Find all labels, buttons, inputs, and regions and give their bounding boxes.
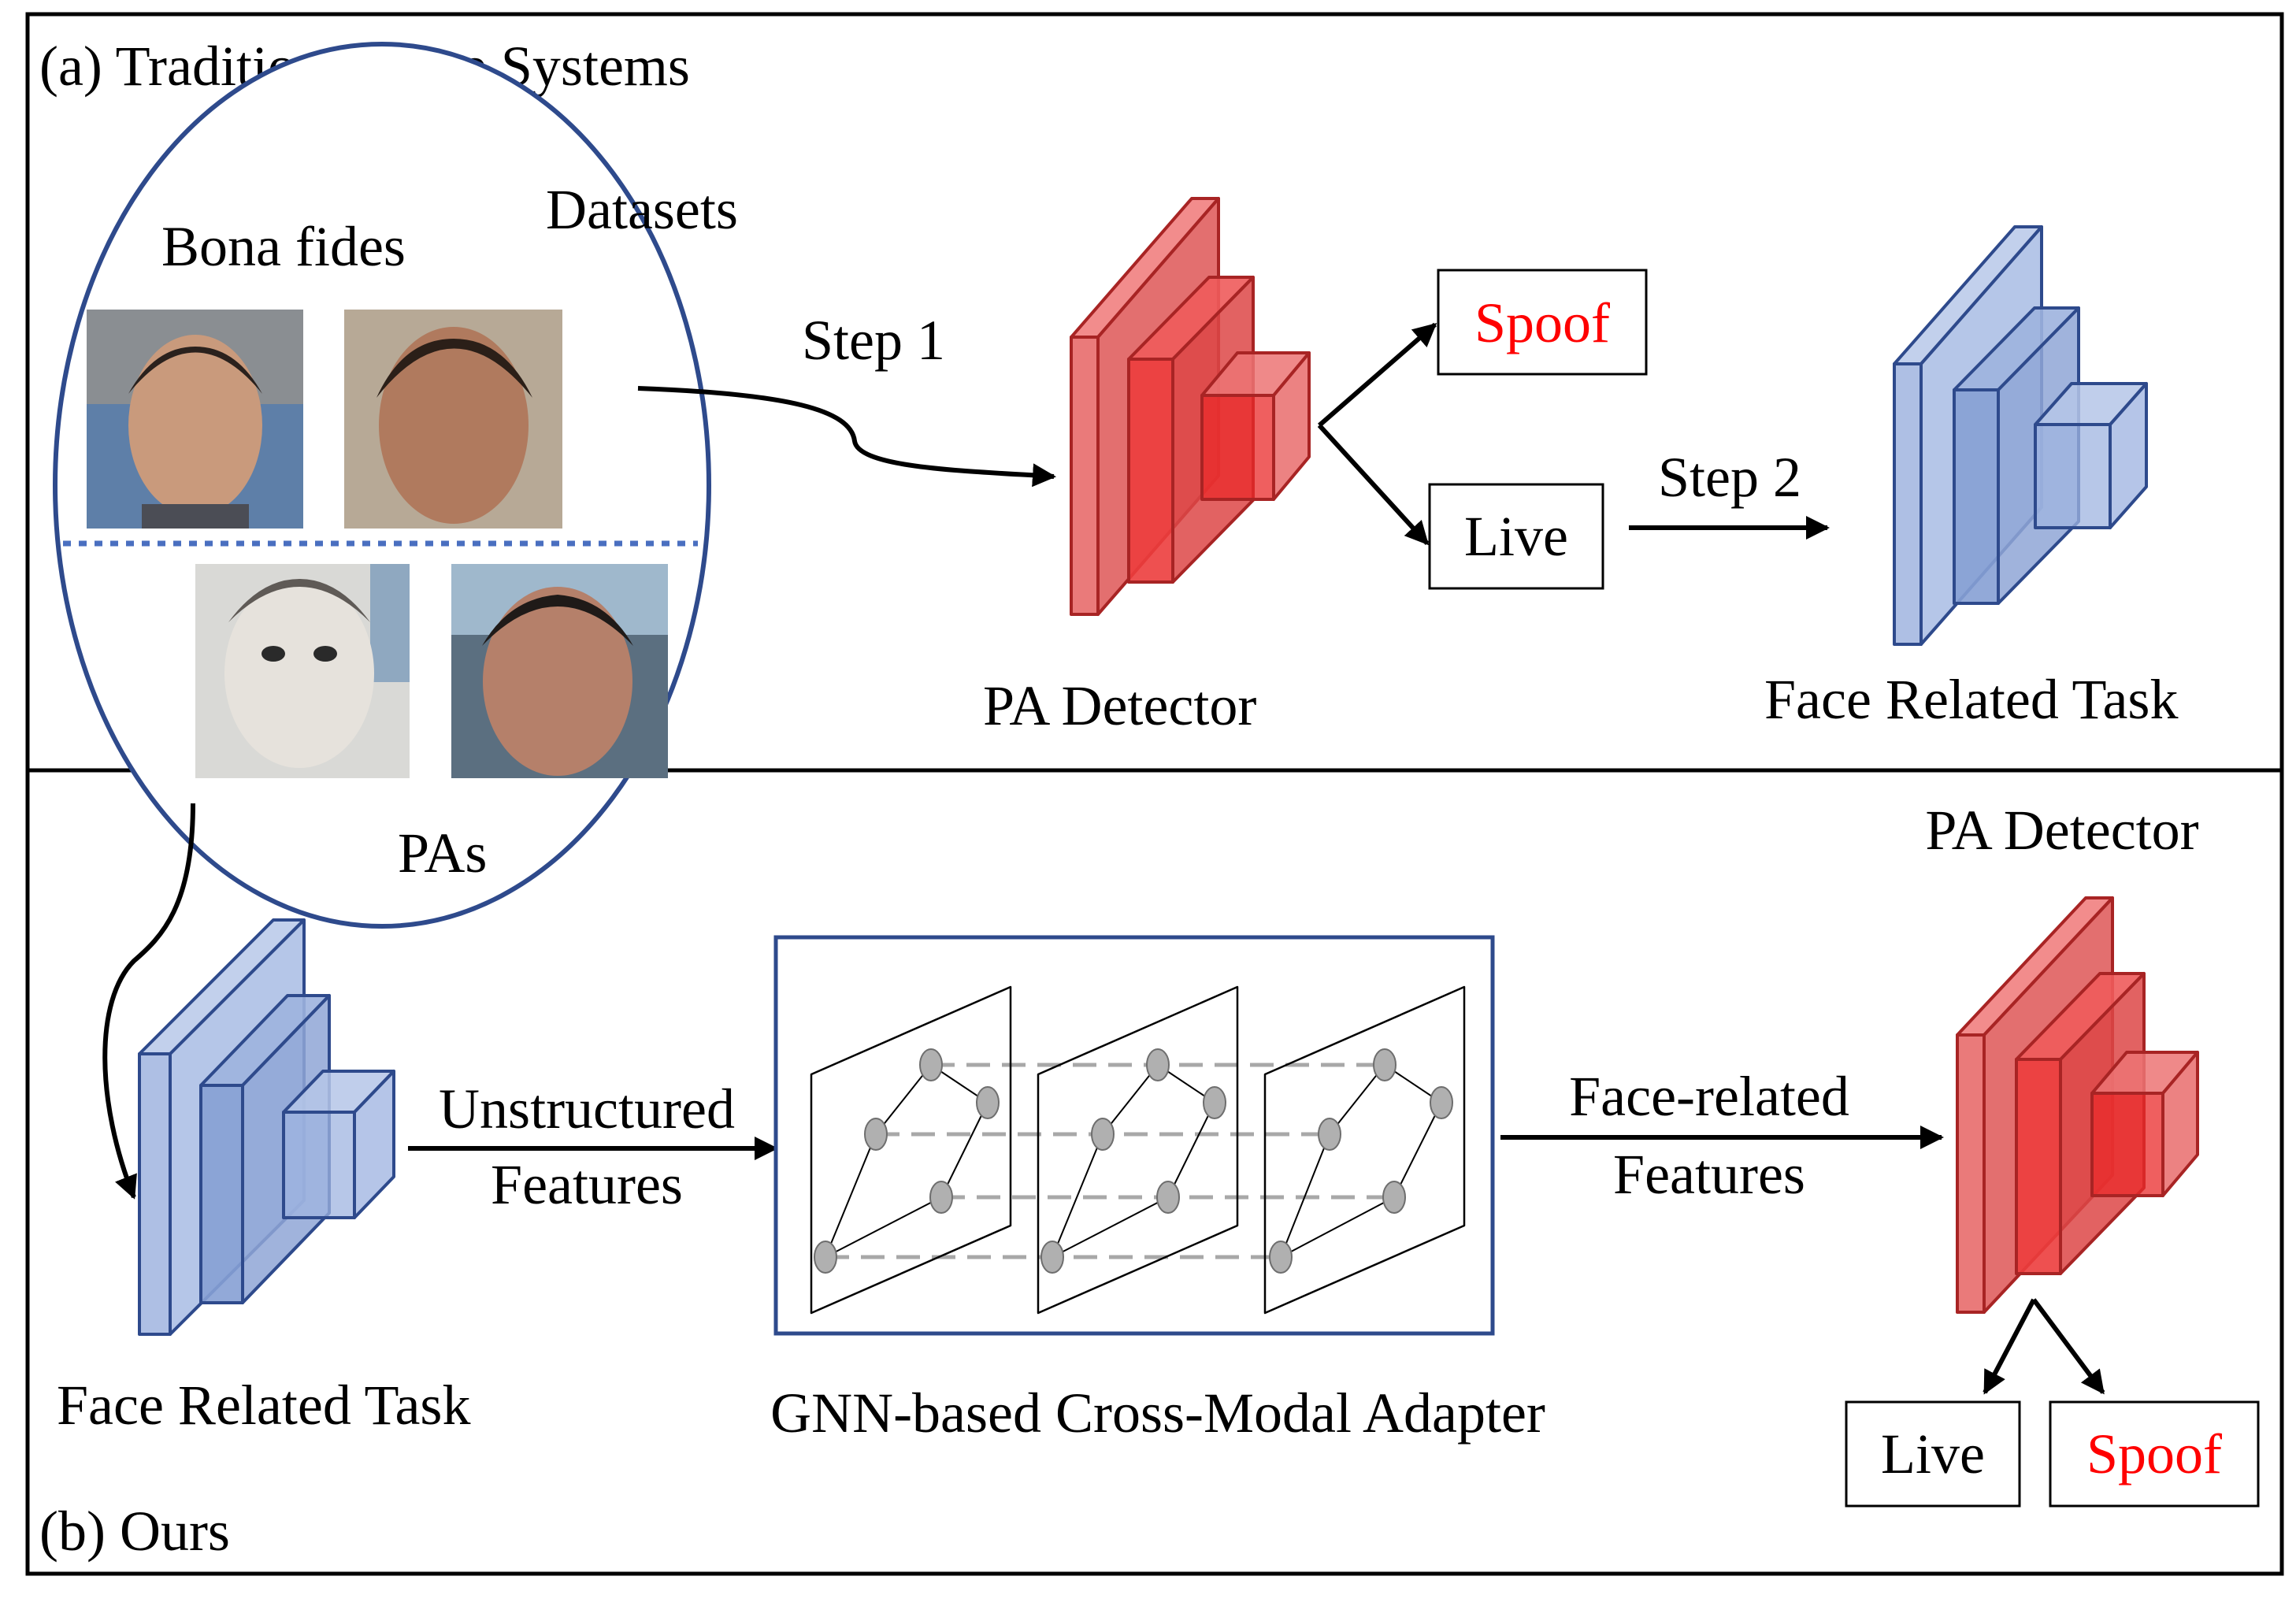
unstructured-label-line2: Features [491,1153,683,1216]
spoof-box-b [2049,1400,2260,1508]
face-related-label-line1: Face-related [1569,1065,1849,1128]
pa-detector-b [1956,896,2199,1314]
live-label-a: Live [1464,505,1568,568]
face-task-b-label: Face Related Task [57,1374,470,1437]
spoof-box-a [1437,269,1648,376]
graph-plane-3 [1263,985,1466,1315]
spoof-label-a: Spoof [1474,291,1610,354]
live-box-a [1428,483,1604,590]
pa-detector-b-label: PA Detector [1925,799,2198,862]
step2-label: Step 2 [1658,446,1801,509]
outer-frame [25,12,2284,1576]
face-task-a-label: Face Related Task [1764,668,2178,731]
panel-b-title: (b) Ours [39,1500,230,1563]
live-box-b [1845,1400,2021,1508]
dataset-to-task-arrow [102,803,195,1200]
gnn-graph-planes [810,985,1466,1315]
arrow-to-live-a [1317,423,1430,546]
datasets-label: Datasets [546,178,738,241]
face-task-model-b [138,918,395,1336]
gnn-adapter-label: GNN-based Cross-Modal Adapter [770,1382,1545,1445]
bona-fide-photo-2 [344,310,562,529]
pa-detector-a [1070,197,1311,616]
face-task-model-a [1893,225,2148,646]
pas-label: PAs [398,822,487,885]
graph-plane-2 [1037,985,1239,1315]
pa-photo-2 [451,564,668,778]
spoof-label-b: Spoof [2086,1422,2222,1485]
step1-arrow [637,386,1056,488]
arrow-to-spoof-a [1318,322,1437,428]
pa-photo-1 [195,564,410,778]
unstructured-label-line1: Unstructured [439,1077,735,1141]
bona-fide-photo-1 [87,310,303,529]
step1-label: Step 1 [802,309,945,372]
live-label-b: Live [1881,1422,1985,1485]
bona-fides-label: Bona fides [161,215,406,278]
arrow-to-spoof-b [2031,1298,2105,1395]
pa-detector-a-label: PA Detector [983,674,1256,737]
face-related-label-line2: Features [1613,1143,1805,1206]
graph-plane-1 [810,985,1012,1315]
arrow-to-live-b [1983,1298,2036,1395]
